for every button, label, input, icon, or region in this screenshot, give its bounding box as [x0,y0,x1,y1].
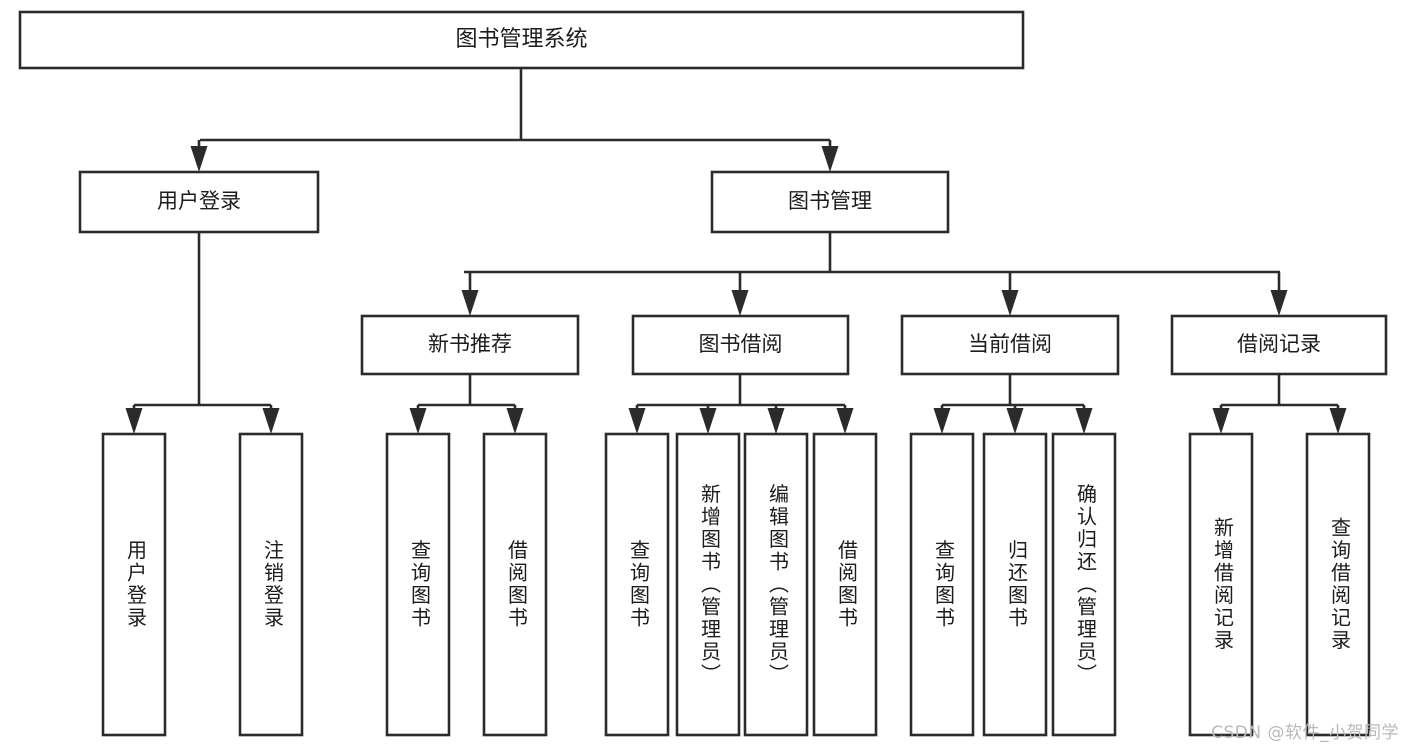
node-user-login[interactable]: 用户登录 [78,170,320,234]
node-label-root: 图书管理系统 [455,27,587,52]
node-leaf-query-book-3[interactable]: 查询图书 [909,432,975,737]
node-label-leaf-query-book-1: 查询图书 [408,539,432,629]
arrow-to-leaf-borrow-book-2 [836,405,854,434]
node-label-leaf-add-record: 新增借阅记录 [1211,517,1235,652]
node-leaf-query-book-2[interactable]: 查询图书 [604,432,670,737]
arrow-to-leaf-add-record [1212,405,1230,434]
node-label-leaf-confirm-return-admin: 确认归还（管理员） [1074,483,1098,686]
connector-bus-book-manage [464,232,1280,274]
node-book-manage[interactable]: 图书管理 [710,170,950,234]
arrow-to-leaf-user-login [125,405,143,434]
arrow-to-leaf-user-logout [262,405,280,434]
arrow-to-book-borrow [731,272,749,316]
connector-bus-current-borrow [942,374,1084,407]
node-book-borrow[interactable]: 图书借阅 [631,314,850,376]
node-label-leaf-borrow-book-2: 借阅图书 [835,539,859,629]
node-root[interactable]: 图书管理系统 [18,10,1025,70]
connector-bus-borrow-record [1221,374,1338,407]
arrow-to-leaf-query-record [1329,405,1347,434]
node-leaf-borrow-book-1[interactable]: 借阅图书 [482,432,548,737]
node-current-borrow[interactable]: 当前借阅 [900,314,1120,376]
node-label-leaf-borrow-book-1: 借阅图书 [505,539,529,629]
arrow-to-leaf-borrow-book-1 [506,405,524,434]
arrow-to-leaf-query-book-3 [933,405,951,434]
node-leaf-query-record[interactable]: 查询借阅记录 [1305,432,1371,737]
connector-bus-new-book-rec [418,374,515,407]
arrow-to-borrow-record [1270,272,1288,316]
node-label-current-borrow: 当前借阅 [968,332,1052,356]
node-leaf-user-login[interactable]: 用户登录 [101,432,167,737]
node-label-leaf-edit-book-admin: 编辑图书（管理员） [766,483,790,686]
connector-bus-user-login [134,232,271,407]
watermark-text: CSDN @软件_小贺同学 [1211,723,1399,743]
arrow-to-book-manage [821,140,839,172]
arrow-to-leaf-return-book [1006,405,1024,434]
node-leaf-borrow-book-2[interactable]: 借阅图书 [812,432,878,737]
node-leaf-return-book[interactable]: 归还图书 [982,432,1048,737]
node-leaf-add-record[interactable]: 新增借阅记录 [1188,432,1254,737]
connector-bus-book-borrow [637,374,845,407]
node-leaf-confirm-return-admin[interactable]: 确认归还（管理员） [1051,432,1117,737]
node-borrow-record[interactable]: 借阅记录 [1170,314,1388,376]
arrow-to-current-borrow [1001,272,1019,316]
arrow-to-user-login [190,140,208,172]
node-label-leaf-return-book: 归还图书 [1005,539,1029,629]
arrow-to-leaf-query-book-2 [628,405,646,434]
arrow-to-leaf-query-book-1 [409,405,427,434]
arrow-to-leaf-edit-book-admin [767,405,785,434]
node-label-leaf-user-login: 用户登录 [124,540,148,630]
node-label-leaf-query-book-3: 查询图书 [932,539,956,629]
node-label-borrow-record: 借阅记录 [1237,332,1321,356]
arrow-to-leaf-add-book-admin [699,405,717,434]
node-label-leaf-user-logout: 注销登录 [261,539,285,629]
arrow-to-leaf-confirm-return-admin [1075,405,1093,434]
node-label-leaf-query-book-2: 查询图书 [627,539,651,629]
node-label-user-login: 用户登录 [157,189,241,213]
node-leaf-user-logout[interactable]: 注销登录 [238,432,304,737]
node-new-book-rec[interactable]: 新书推荐 [360,314,580,376]
connector-bus-root [200,68,830,142]
arrow-to-new-book-rec [461,272,479,316]
node-label-leaf-query-record: 查询借阅记录 [1328,517,1352,652]
node-label-book-manage: 图书管理 [788,189,872,213]
node-leaf-query-book-1[interactable]: 查询图书 [385,432,451,737]
node-label-new-book-rec: 新书推荐 [428,332,512,356]
node-label-book-borrow: 图书借阅 [699,332,783,356]
node-label-leaf-add-book-admin: 新增图书（管理员） [698,483,722,686]
node-leaf-add-book-admin[interactable]: 新增图书（管理员） [675,432,741,737]
node-leaf-edit-book-admin[interactable]: 编辑图书（管理员） [743,432,809,737]
